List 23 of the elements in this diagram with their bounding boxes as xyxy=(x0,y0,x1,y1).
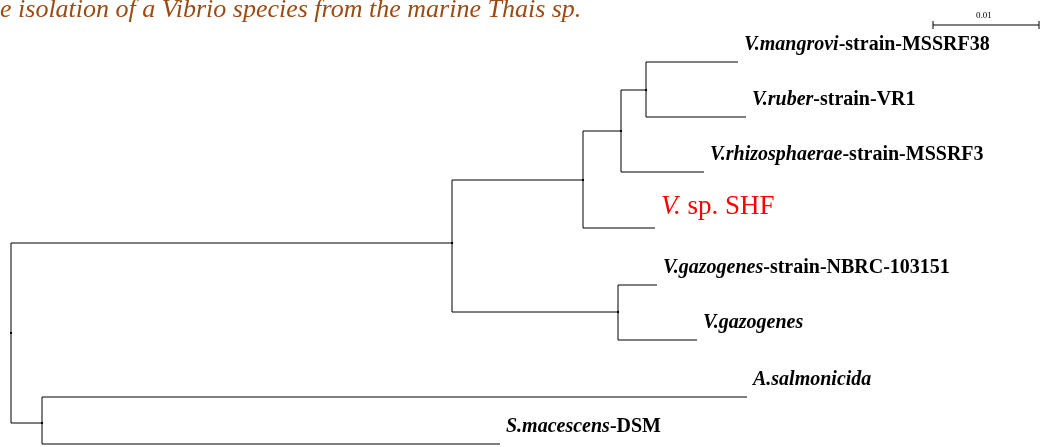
tree-branch xyxy=(41,396,748,424)
taxon-label: V.gazogenes-strain-NBRC-103151 xyxy=(657,255,950,285)
taxon-label: V.gazogenes xyxy=(697,310,804,340)
tree-branch xyxy=(645,61,739,91)
taxon-label: V.rhizosphaerae-strain-MSSRF3 xyxy=(704,142,984,172)
tree-branch xyxy=(10,242,453,334)
tree-branch xyxy=(582,130,622,181)
tree-branch xyxy=(617,311,698,341)
tree-branch xyxy=(582,179,656,229)
tree-branch xyxy=(41,422,501,445)
tree-branch xyxy=(451,179,584,244)
tree-branch xyxy=(645,89,747,118)
taxon-label: V.mangrovi-strain-MSSRF38 xyxy=(738,32,990,62)
tree-branch xyxy=(617,284,658,313)
scale-label: 0.01 xyxy=(976,10,992,20)
taxon-label: V. sp. SHF xyxy=(655,190,775,228)
taxon-label: A.salmonicida xyxy=(747,367,872,397)
tree-branch xyxy=(10,332,43,424)
tree-branch xyxy=(620,89,647,132)
tree-branch xyxy=(620,130,705,173)
taxon-label: V.ruber-strain-VR1 xyxy=(746,87,916,117)
taxon-label: S.macescens-DSM xyxy=(500,414,661,444)
tree-branch xyxy=(451,242,619,313)
